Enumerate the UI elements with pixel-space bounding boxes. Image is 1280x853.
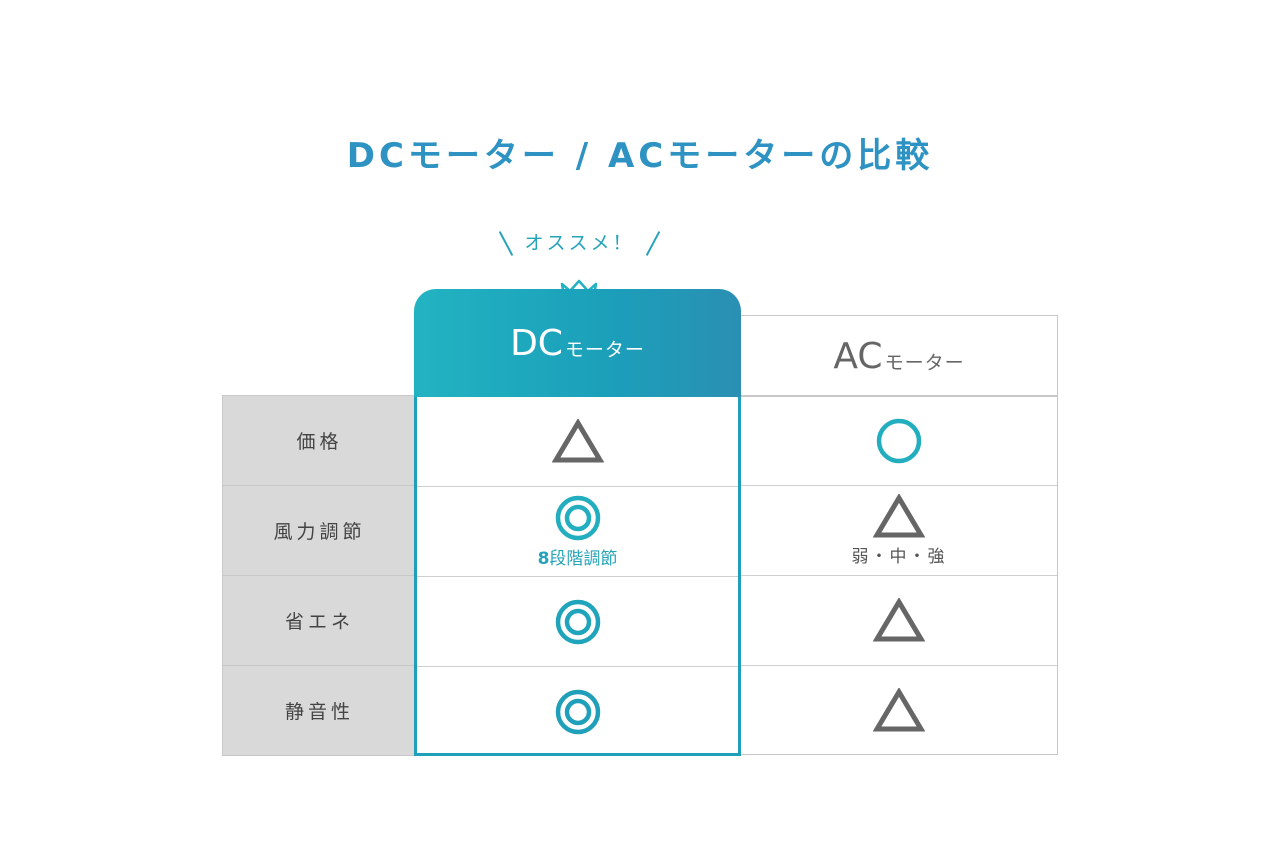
- dc-motor-column: 8段階調節: [414, 397, 741, 756]
- double-circle-icon: [555, 689, 600, 734]
- page-title: DCモーター / ACモーターの比較: [346, 136, 934, 176]
- label-column: 価格 風力調節 省エネ 静音性: [222, 395, 417, 756]
- row-label-price: 価格: [222, 395, 417, 486]
- recommend-badge: オススメ！: [497, 226, 662, 260]
- ac-cell-price: [741, 396, 1057, 486]
- dc-header-small: モーター: [564, 338, 645, 361]
- ac-motor-column: 弱・中・強: [741, 395, 1058, 755]
- triangle-icon: [873, 494, 925, 538]
- row-label-airflow: 風力調節: [222, 486, 417, 576]
- ac-airflow-note: 弱・中・強: [851, 547, 947, 567]
- dc-header-big: DC: [510, 322, 563, 364]
- slash-left-icon: [498, 231, 514, 256]
- dc-airflow-note: 8段階調節: [537, 549, 618, 569]
- slash-right-icon: [645, 231, 661, 256]
- triangle-icon: [873, 687, 925, 731]
- dc-cell-energy: [417, 577, 738, 667]
- ac-cell-airflow: 弱・中・強: [741, 486, 1057, 576]
- dc-cell-price: [417, 397, 738, 487]
- dc-motor-header: DC モーター: [414, 289, 741, 397]
- ac-header-big: AC: [833, 335, 883, 377]
- double-circle-icon: [555, 599, 600, 644]
- row-label-energy: 省エネ: [222, 576, 417, 666]
- triangle-icon: [551, 418, 604, 462]
- row-label-quiet: 静音性: [222, 666, 417, 756]
- ac-cell-energy: [741, 576, 1057, 666]
- triangle-icon: [873, 597, 925, 641]
- recommend-text: オススメ！: [524, 232, 635, 254]
- dc-cell-quiet: [417, 667, 738, 756]
- dc-cell-airflow: 8段階調節: [417, 487, 738, 577]
- circle-icon: [876, 418, 922, 463]
- double-circle-icon: [555, 495, 600, 541]
- ac-cell-quiet: [741, 666, 1057, 755]
- ac-header-small: モーター: [884, 351, 965, 374]
- ac-motor-header: AC モーター: [741, 315, 1058, 397]
